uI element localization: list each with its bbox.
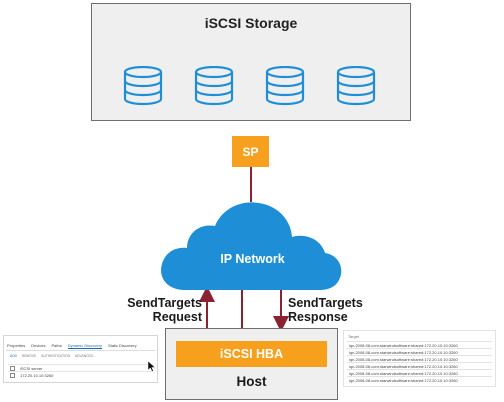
target-row[interactable]: iqn.2008-08.com.starwindsoftware:shared:…	[347, 348, 492, 356]
server-address: 172.20.10.10:3260	[20, 372, 54, 378]
tab-static-discovery[interactable]: Static Discovery	[107, 343, 137, 348]
row-checkbox[interactable]	[10, 372, 15, 378]
target-row[interactable]: iqn.2008-08.com.starwindsoftware:shared:…	[347, 362, 492, 370]
response-label-line1: SendTargets	[288, 296, 363, 310]
mouse-cursor-icon	[148, 361, 156, 372]
database-icon	[336, 66, 376, 106]
advanced-button[interactable]: ADVANCED...	[74, 354, 96, 358]
request-label: SendTargets Request	[117, 296, 202, 324]
table-row[interactable]: 172.20.10.10:3260	[8, 371, 153, 378]
host-label: Host	[236, 374, 267, 389]
request-label-line1: SendTargets	[127, 296, 202, 310]
tab-properties[interactable]: Properties	[7, 343, 26, 348]
network-label: IP Network	[220, 252, 285, 266]
add-button[interactable]: ADD	[10, 354, 17, 358]
table-header-row: iSCSI server	[8, 364, 153, 371]
remove-button[interactable]: REMOVE	[21, 354, 37, 358]
targets-panel: Target iqn.2008-08.com.starwindsoftware:…	[343, 330, 496, 387]
storage-title: iSCSI Storage	[204, 15, 298, 31]
tab-dynamic-discovery[interactable]: Dynamic Discovery	[67, 343, 102, 349]
tab-devices[interactable]: Devices	[31, 343, 46, 348]
tab-paths[interactable]: Paths	[51, 343, 62, 348]
properties-panel: Properties Devices Paths Dynamic Discove…	[3, 335, 158, 383]
storage-processor-box: SP	[232, 136, 269, 167]
cloud-icon	[161, 202, 342, 290]
properties-tabs: Properties Devices Paths Dynamic Discove…	[7, 343, 137, 349]
targets-header: Target	[348, 334, 360, 339]
database-icon	[123, 66, 163, 106]
request-label-line2: Request	[152, 310, 202, 324]
column-header: iSCSI server	[20, 365, 43, 371]
response-label: SendTargets Response	[288, 296, 383, 324]
database-icon	[265, 66, 305, 106]
select-all-checkbox[interactable]	[10, 365, 15, 371]
database-icon	[194, 66, 234, 106]
response-label-line2: Response	[288, 310, 348, 324]
iscsi-hba-box: iSCSI HBA	[176, 341, 327, 367]
target-row[interactable]: iqn.2008-08.com.starwindsoftware:shared:…	[347, 355, 492, 363]
target-row[interactable]: iqn.2008-08.com.starwindsoftware:shared:…	[347, 369, 492, 377]
tabs-divider	[6, 350, 155, 351]
authentication-button[interactable]: AUTHENTICATION	[41, 354, 70, 358]
iscsi-storage-box: iSCSI Storage	[91, 3, 411, 121]
target-row[interactable]: iqn.2008-08.com.starwindsoftware:shared:…	[347, 376, 492, 384]
actions-row: ADD REMOVE AUTHENTICATION ADVANCED...	[10, 354, 96, 358]
target-row[interactable]: iqn.2008-08.com.starwindsoftware:shared:…	[347, 341, 492, 349]
